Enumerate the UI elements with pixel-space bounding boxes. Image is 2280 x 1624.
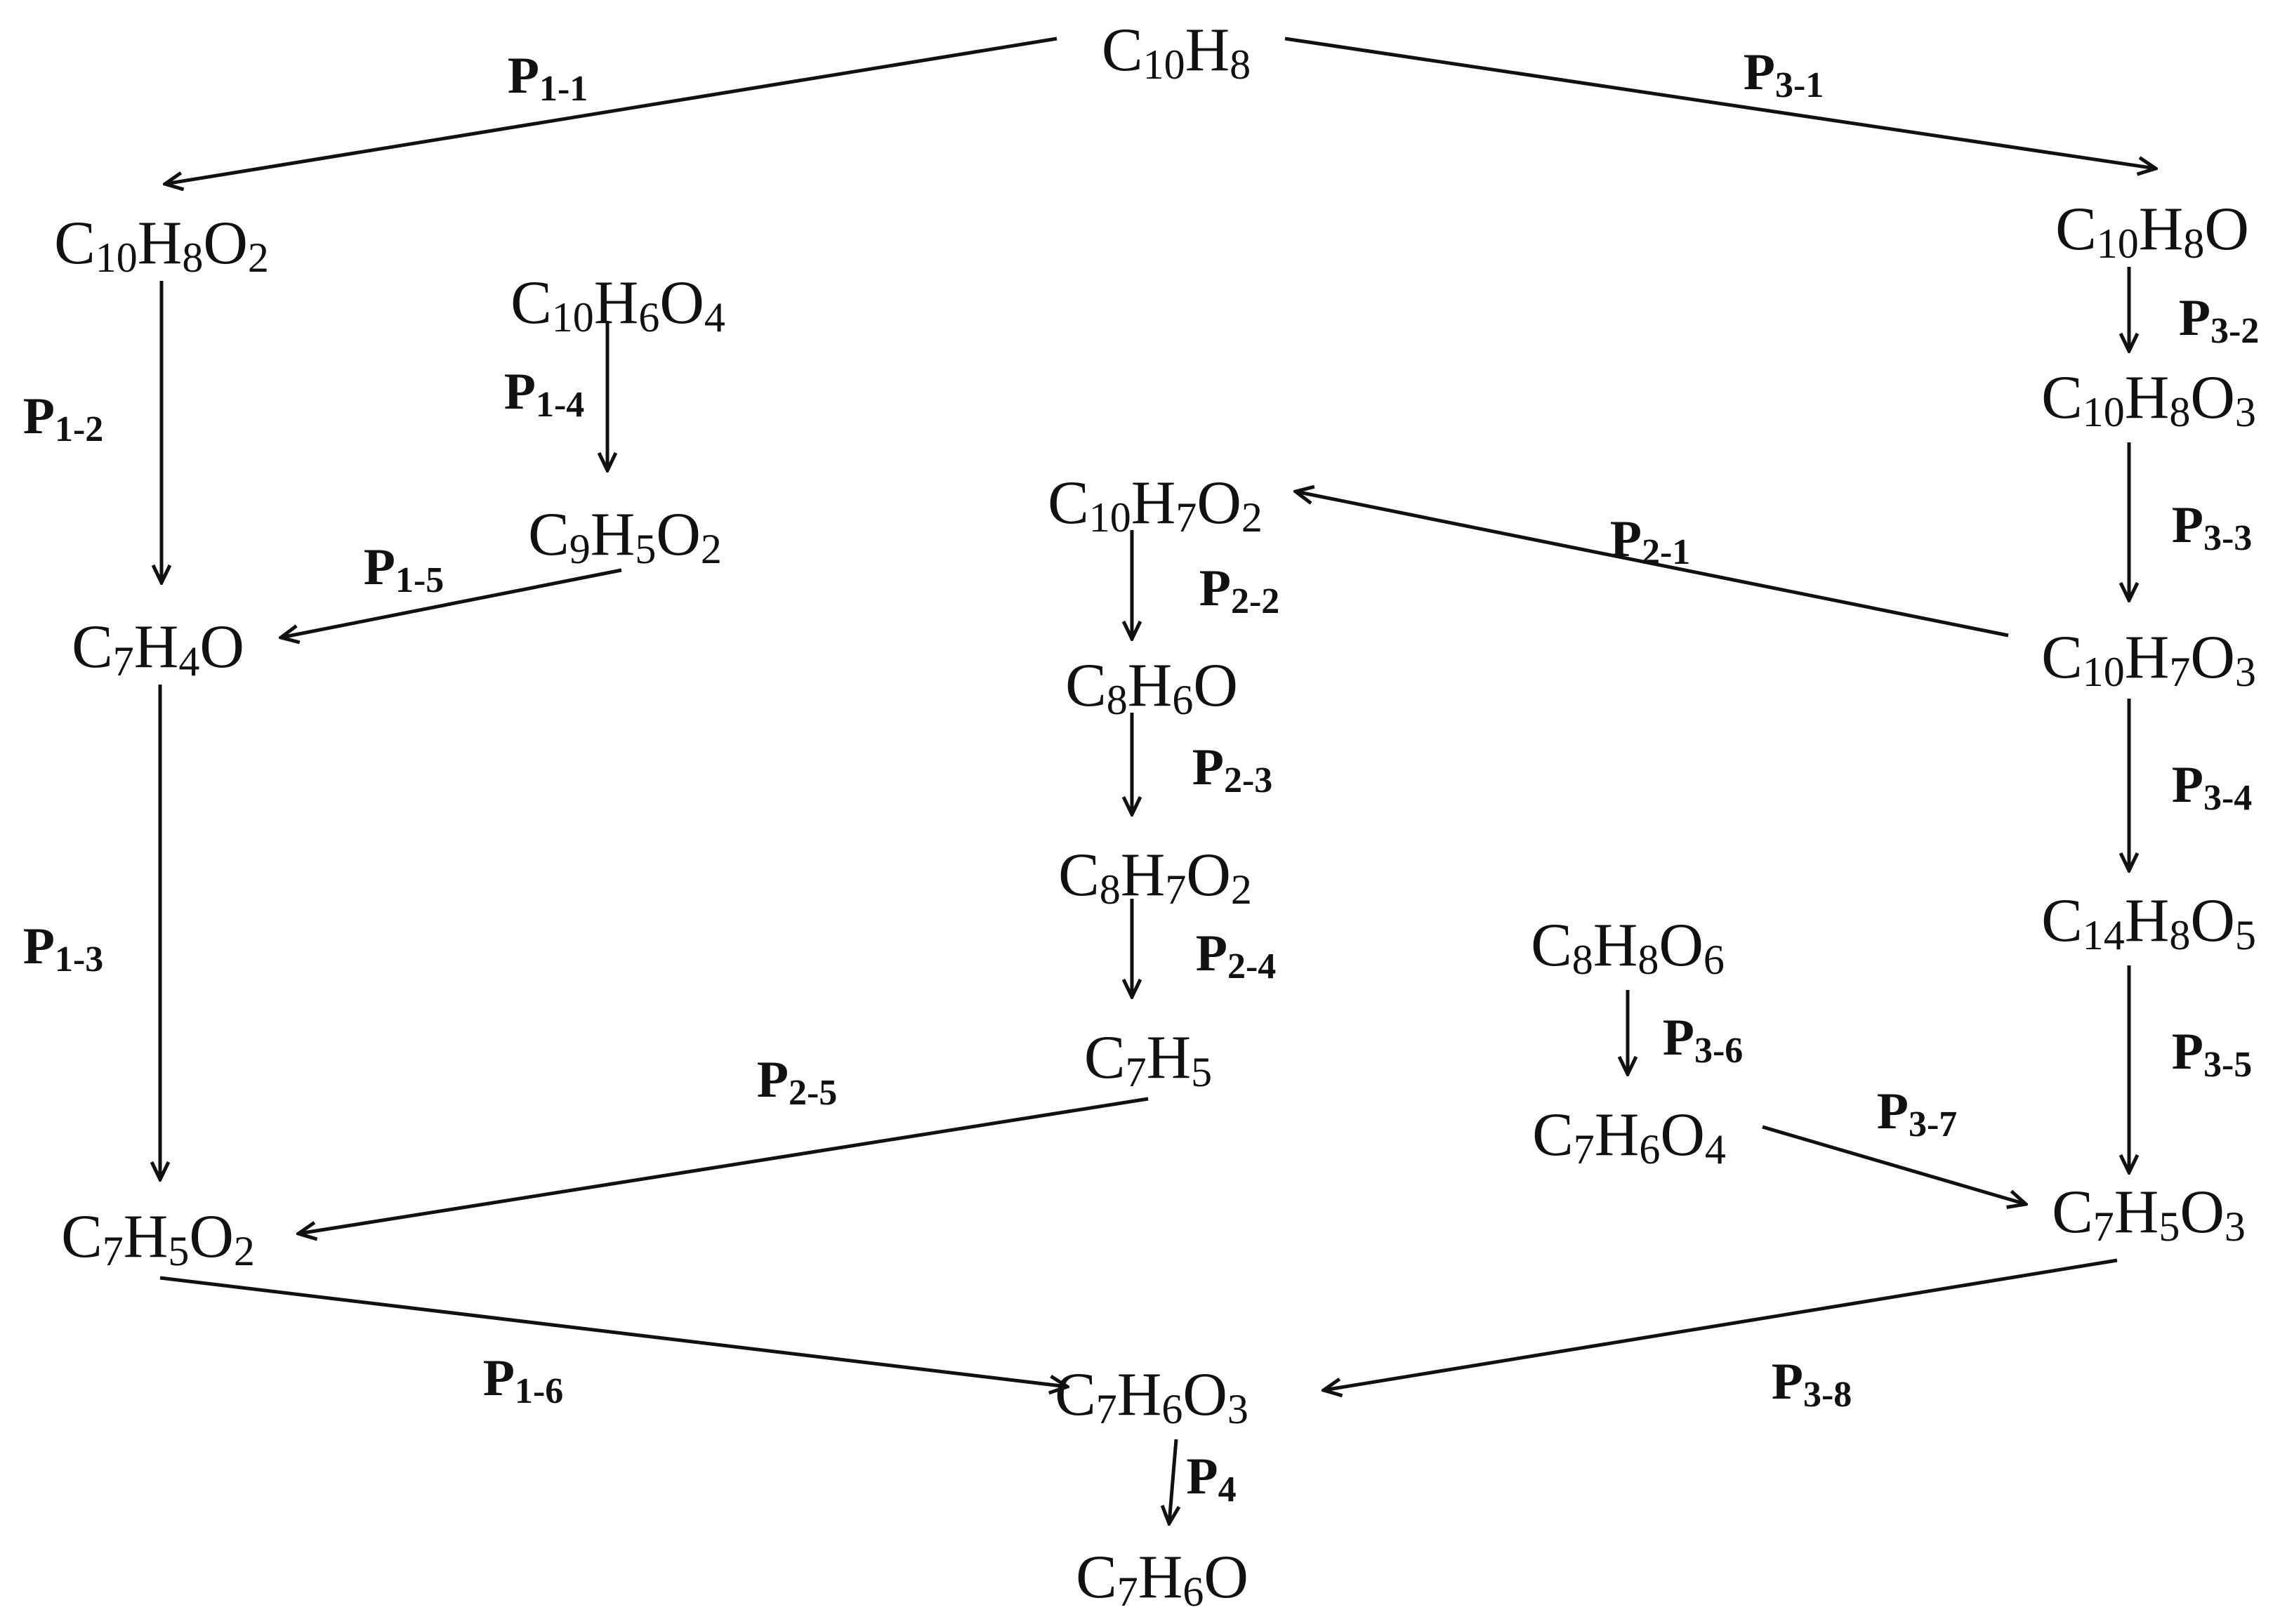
pathway-label-p3-5: P3-5 bbox=[2172, 1023, 2253, 1085]
arrow-p4 bbox=[1169, 1439, 1176, 1524]
arrow-p1-6 bbox=[159, 1276, 1067, 1387]
arrow-p1-1 bbox=[165, 37, 1057, 184]
pathway-label-p3-4: P3-4 bbox=[2172, 756, 2253, 818]
pathway-label-p1-2: P1-2 bbox=[23, 388, 104, 449]
pathway-label-p3-2: P3-2 bbox=[2179, 289, 2260, 351]
formula-c7h5: C7H5 bbox=[1084, 1024, 1212, 1095]
formula-c8h7o2: C8H7O2 bbox=[1058, 841, 1252, 913]
formula-c7h6o: C7H6O bbox=[1076, 1543, 1248, 1615]
arrow-p3-8 bbox=[1324, 1258, 2118, 1390]
pathway-label-p2-1: P2-1 bbox=[1610, 510, 1691, 572]
formula-c10h8o2: C10H8O2 bbox=[54, 209, 269, 281]
pathway-label-p4: P4 bbox=[1186, 1448, 1236, 1510]
pathway-label-p3-3: P3-3 bbox=[2172, 496, 2253, 558]
formula-c10h8o: C10H8O bbox=[2055, 195, 2249, 267]
formula-c7h5o3: C7H5O3 bbox=[2052, 1178, 2246, 1250]
pathway-label-p2-2: P2-2 bbox=[1199, 560, 1280, 621]
pathway-label-p1-1: P1-1 bbox=[508, 47, 588, 109]
formula-c14h8o5: C14H8O5 bbox=[2041, 887, 2256, 958]
pathway-label-p2-3: P2-3 bbox=[1192, 739, 1273, 800]
formula-c8h8o6: C8H8O6 bbox=[1531, 911, 1725, 983]
formula-c7h6o4: C7H6O4 bbox=[1532, 1101, 1726, 1173]
arrow-p2-1 bbox=[1296, 491, 2009, 638]
pathway-label-p2-4: P2-4 bbox=[1196, 925, 1277, 986]
formula-c8h6o: C8H6O bbox=[1065, 652, 1238, 723]
formula-c10h7o2: C10H7O2 bbox=[1048, 469, 1263, 541]
formula-c7h6o3: C7H6O3 bbox=[1055, 1361, 1248, 1432]
formula-c7h5o2: C7H5O2 bbox=[61, 1203, 255, 1274]
formula-c9h5o2: C9H5O2 bbox=[528, 501, 722, 572]
formula-c10h7o3: C10H7O3 bbox=[2041, 623, 2256, 695]
arrow-p3-1 bbox=[1284, 37, 2156, 169]
pathway-label-p1-5: P1-5 bbox=[364, 539, 444, 600]
formula-naphthalene: C10H8 bbox=[1102, 16, 1251, 88]
arrow-p1-5 bbox=[281, 568, 622, 638]
arrow-p3-7 bbox=[1762, 1125, 2026, 1204]
pathway-label-p3-1: P3-1 bbox=[1744, 44, 1824, 105]
formula-c7h4o: C7H4O bbox=[72, 613, 244, 685]
pathway-label-p1-6: P1-6 bbox=[483, 1349, 564, 1411]
formula-c10h6o4: C10H6O4 bbox=[510, 269, 725, 341]
pathway-label-p1-4: P1-4 bbox=[504, 363, 585, 425]
pathway-label-p3-8: P3-8 bbox=[1772, 1353, 1852, 1415]
pathway-label-p2-5: P2-5 bbox=[757, 1051, 838, 1113]
formula-c10h8o3: C10H8O3 bbox=[2041, 364, 2256, 435]
pathway-label-p3-6: P3-6 bbox=[1663, 1009, 1744, 1071]
pathway-label-p3-7: P3-7 bbox=[1877, 1083, 1958, 1144]
pathway-label-p1-3: P1-3 bbox=[23, 918, 104, 979]
arrow-p2-5 bbox=[298, 1097, 1149, 1234]
